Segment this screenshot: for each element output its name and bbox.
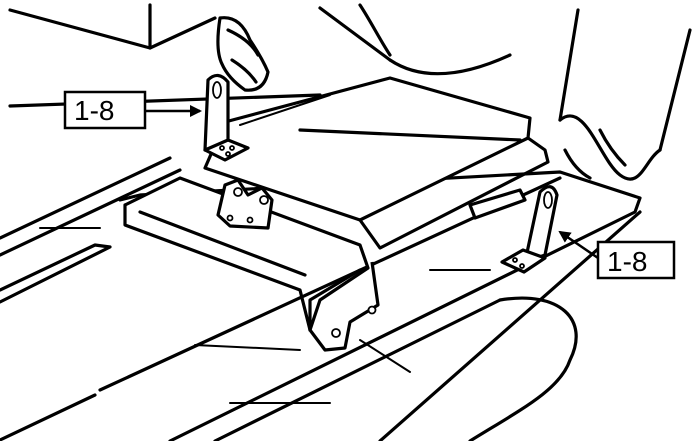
callout-box-right bbox=[596, 240, 676, 280]
callout-right: 1-8 bbox=[558, 230, 676, 280]
callout-label-left: 1-8 bbox=[74, 95, 114, 126]
left-arm bbox=[318, 3, 512, 76]
base-frame bbox=[39, 170, 642, 441]
left-hand bbox=[216, 16, 270, 92]
hinge-bracket-right bbox=[500, 185, 559, 274]
background-cabinet bbox=[8, 3, 217, 50]
u-bracket bbox=[123, 176, 380, 352]
callout-label-right: 1-8 bbox=[607, 246, 647, 277]
hinge-bracket-left bbox=[203, 73, 250, 162]
base-rails bbox=[0, 93, 322, 441]
callout-left: 1-8 bbox=[63, 90, 202, 130]
right-hand bbox=[558, 8, 692, 181]
spacer-block bbox=[468, 188, 527, 220]
callout-arrow-right bbox=[558, 230, 599, 260]
sliding-board bbox=[203, 76, 550, 250]
